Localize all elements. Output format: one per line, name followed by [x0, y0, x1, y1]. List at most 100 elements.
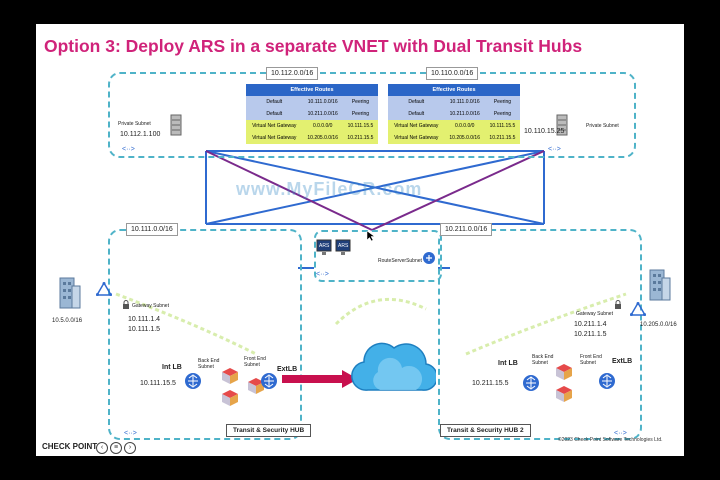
hub1-gw-ip1: 10.111.1.4 — [128, 316, 161, 323]
spoke-right-ip: 10.110.15.25 — [524, 128, 565, 135]
route-cell: 10.211.0.0/16 — [302, 108, 343, 120]
route-cell: Virtual Net Gateway — [246, 120, 303, 132]
traffic-path-right — [465, 292, 627, 356]
hub2-gateway-subnet: Gateway Subnet — [576, 311, 613, 317]
route-cell: 10.111.15.5 — [484, 120, 520, 132]
route-cell: 10.111.15.5 — [342, 120, 378, 132]
peering-marker: <··> — [122, 146, 135, 153]
hub2-cidr: 10.211.0.0/16 — [440, 223, 493, 236]
traffic-path-middle — [334, 297, 427, 326]
spoke-right-cidr: 10.110.0.0/16 — [426, 67, 479, 80]
hub1-onprem-cidr: 10.5.0.0/16 — [52, 318, 83, 324]
route-cell: Peering — [342, 108, 378, 120]
route-cell: Peering — [484, 108, 520, 120]
mouse-cursor-icon — [366, 230, 376, 242]
ars-subnet-label: RouteServerSubnet — [378, 258, 422, 264]
route-cell: Default — [246, 96, 303, 108]
hub2-int-lb-ip: 10.211.15.5 — [472, 380, 509, 387]
external-lb-icon — [261, 373, 277, 389]
route-cell: Peering — [342, 96, 378, 108]
route-cell: 10.211.0.0/16 — [444, 108, 485, 120]
hub2-gw-ip1: 10.211.1.4 — [574, 321, 607, 328]
external-lb-icon — [599, 373, 615, 389]
internal-lb-icon — [523, 375, 539, 391]
hub2-front-end-label: Front End Subnet — [580, 354, 602, 366]
hub1-name: Transit & Security HUB — [226, 424, 312, 437]
router-icon — [423, 252, 435, 264]
hub1-int-lb-ip: 10.111.15.5 — [140, 380, 176, 387]
routes-header-left: Effective Routes — [246, 84, 378, 96]
spoke-left-subnet-label: Private Subnet — [118, 121, 151, 127]
route-cell: 10.205.0.0/16 — [444, 132, 485, 144]
route-cell: 10.111.0.0/16 — [302, 96, 343, 108]
hub1-gw-ip2: 10.111.1.5 — [128, 326, 161, 333]
route-cell: 10.111.0.0/16 — [444, 96, 485, 108]
route-cell: 10.211.15.5 — [484, 132, 520, 144]
spoke-right-subnet-label: Private Subnet — [586, 123, 619, 129]
hub2-gw-ip2: 10.211.1.5 — [574, 331, 607, 338]
building-icon — [649, 269, 671, 301]
ars-monitor-icons — [316, 239, 351, 255]
hub1-gateway-subnet: Gateway Subnet — [132, 303, 169, 309]
prev-icon[interactable]: ‹ — [96, 442, 108, 454]
spoke-vnet-left — [108, 72, 636, 158]
hub2-name: Transit & Security HUB 2 — [440, 424, 531, 437]
route-cell: 0.0.0.0/0 — [444, 120, 485, 132]
peering-marker: <··> — [124, 430, 137, 437]
spoke-left-ip: 10.112.1.100 — [120, 131, 161, 138]
routes-header-right: Effective Routes — [388, 84, 520, 96]
route-cell: Default — [246, 108, 303, 120]
player-controls: ‹ ≡ › — [96, 442, 136, 454]
hub2-vnet — [438, 229, 642, 440]
link-purple-right — [371, 150, 545, 231]
arrow-to-internet — [282, 370, 358, 388]
copyright-text: ©2023 Check Point Software Technologies … — [558, 437, 663, 443]
hub2-int-lb: Int LB — [498, 360, 518, 367]
slide: Option 3: Deploy ARS in a separate VNET … — [36, 24, 684, 456]
firewall-gateway-icons — [222, 368, 264, 406]
route-cell: Default — [388, 96, 445, 108]
vpn-gateway-icon — [630, 302, 646, 316]
route-cell: Default — [388, 108, 445, 120]
hub1-vnet — [108, 229, 302, 440]
connection-lines — [115, 150, 627, 356]
peering-marker: <··> — [316, 271, 329, 278]
next-icon[interactable]: › — [124, 442, 136, 454]
traffic-path-left — [115, 292, 257, 356]
route-cell: 0.0.0.0/0 — [302, 120, 343, 132]
hub1-int-lb: Int LB — [162, 364, 182, 371]
hub2-back-end-label: Back End Subnet — [532, 354, 554, 366]
building-icon — [59, 277, 81, 309]
route-cell: Virtual Net Gateway — [388, 132, 445, 144]
hub2-ext-lb: ExtLB — [612, 358, 633, 365]
spoke-left-cidr: 10.112.0.0/16 — [266, 67, 319, 80]
page-title: Option 3: Deploy ARS in a separate VNET … — [44, 36, 583, 56]
lock-icon — [123, 300, 129, 309]
vpn-gateway-icon — [96, 282, 112, 296]
link-spoke-right-hub1 — [205, 150, 545, 225]
ars-vnet — [314, 230, 442, 282]
peering-marker: <··> — [548, 146, 561, 153]
route-cell: 10.205.0.0/16 — [302, 132, 343, 144]
hub2-onprem-cidr: 10.205.0.0/16 — [640, 322, 677, 328]
internal-lb-icon — [185, 373, 201, 389]
peering-marker: <··> — [614, 430, 627, 437]
menu-icon[interactable]: ≡ — [110, 442, 122, 454]
cloud-icon — [351, 342, 436, 391]
hub1-ext-lb: ExtLB — [277, 366, 298, 373]
server-icon — [556, 114, 568, 136]
route-cell: 10.211.15.5 — [342, 132, 378, 144]
watermark: www.MyFileCR.com — [236, 179, 423, 199]
server-icon — [170, 114, 182, 136]
route-cell: Virtual Net Gateway — [246, 132, 303, 144]
logo: CHECK POINT — [42, 442, 98, 451]
